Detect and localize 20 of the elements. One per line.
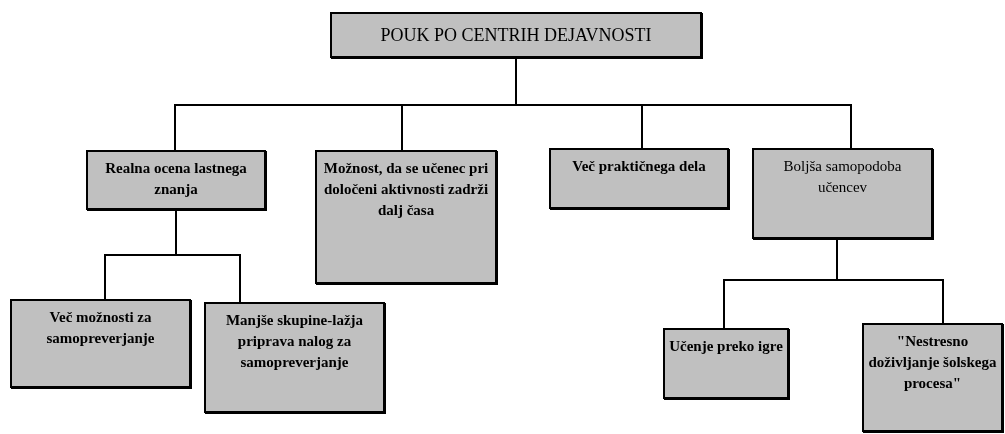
- node-text: Manjše skupine-lažja priprava nalog za samopreverjanje: [224, 311, 365, 372]
- topic-box: [204, 302, 385, 413]
- node-text: Več možnosti za samopreverjanje: [45, 308, 156, 348]
- topic-box: [315, 150, 497, 284]
- node-text: Boljša samopodoba učencev: [782, 157, 903, 197]
- node-text: Realna ocena lastnega znanja: [104, 159, 248, 199]
- node-text: Več praktičnega dela: [572, 157, 706, 176]
- topic-box: [752, 148, 933, 239]
- node-text: "Nestresno doživljanje šolskega procesa": [868, 332, 997, 393]
- topic-box: [10, 299, 191, 388]
- topic-box: [663, 328, 789, 399]
- node-text: POUK PO CENTRIH DEJAVNOSTI: [380, 24, 652, 46]
- node-text: Možnost, da se učenec pri določeni aktivnosti zadrži dalj časa: [322, 159, 490, 220]
- root-box: [330, 12, 702, 58]
- connector-line: [175, 209, 241, 303]
- topic-box: [862, 323, 1003, 432]
- node-text: Učenje preko igre: [669, 337, 783, 356]
- connector-line: [836, 238, 944, 324]
- topic-box: [86, 150, 266, 210]
- topic-box: [549, 148, 729, 209]
